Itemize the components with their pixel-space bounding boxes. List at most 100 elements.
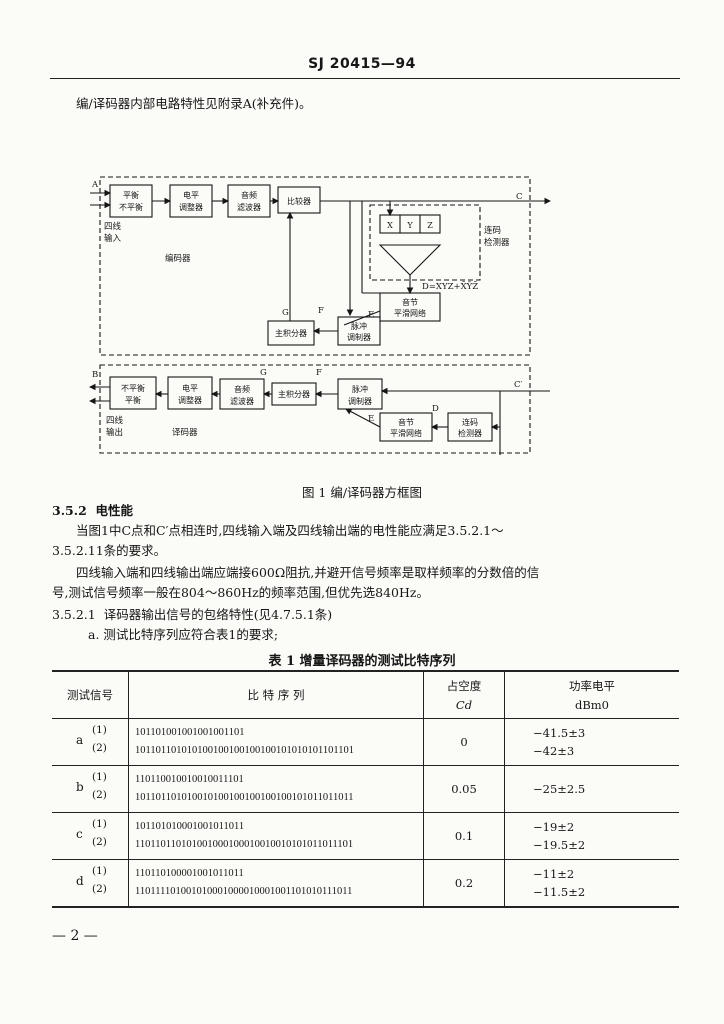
power-cell: −19±2 −19.5±2 [504, 812, 679, 860]
dec-level-label-2: 调整器 [178, 395, 202, 405]
signal-sub1: (1) [92, 724, 107, 736]
port-c-label: C [516, 192, 523, 202]
enc-syllabic-label-2: 平滑网络 [394, 308, 426, 318]
enc-syllabic-label-1: 音节 [402, 297, 418, 307]
signal-letter: a [76, 733, 84, 747]
four-wire-out-2: 输出 [106, 427, 123, 438]
table-row: d (1) (2) 110110100001001011011 11011110… [52, 859, 679, 908]
dec-unbalance-label-1: 不平衡 [121, 383, 145, 393]
xyz-register [379, 214, 441, 234]
dec-level-label-1: 电平 [182, 383, 198, 393]
dec-sig-f: F [316, 368, 322, 378]
port-a-label: A [91, 180, 99, 190]
signal-sub2: (2) [92, 883, 107, 895]
power-1: −41.5±3 [533, 726, 586, 740]
port-b-label: B [92, 370, 98, 380]
four-wire-out-1: 四线 [106, 415, 124, 426]
decoder-label: 译码器 [172, 428, 198, 438]
sequence-cell: 101101010001001011011 110110110101001000… [128, 812, 424, 860]
subsection-heading: 3.5.2.1 译码器输出信号的包络特性(见4.7.5.1条) [52, 606, 332, 624]
header-power-unit: dBm0 [574, 698, 610, 712]
four-wire-in-1: 四线 [104, 221, 122, 232]
enc-integrator-label: 主积分器 [275, 328, 307, 338]
det-x-label: X [387, 221, 393, 230]
sequence-cell: 101101001001001001101 101101101010100100… [128, 718, 424, 766]
item-a: a. 测试比特序列应符合表1的要求; [88, 627, 279, 642]
dec-sig-d: D [432, 404, 439, 414]
comparator-label: 比较器 [287, 196, 311, 206]
enc-pulse-label-2: 调制器 [347, 332, 371, 342]
sequence-1: 110110010010010011101 [135, 774, 244, 785]
power-cell: −41.5±3 −42±3 [504, 718, 679, 766]
duty-cell: 0 [423, 718, 505, 766]
encoder-label: 编码器 [165, 253, 191, 264]
power-cell: −25±2.5 [504, 765, 679, 813]
signal-cell: d (1) (2) [52, 859, 129, 908]
figure-caption: 图 1 编/译码器方框图 [301, 485, 423, 500]
enc-balance-label-2: 不平衡 [119, 202, 143, 212]
decoder-frame [99, 364, 531, 454]
dec-syllabic-label-1: 音节 [398, 417, 414, 427]
enc-level-block [169, 184, 213, 218]
signal-letter: d [76, 874, 84, 888]
enc-sig-g: G [282, 308, 289, 318]
enc-audio-label-2: 滤波器 [237, 202, 261, 212]
page-number: — 2 — [52, 928, 98, 944]
table-row: c (1) (2) 101101010001001011011 11011011… [52, 812, 679, 860]
signal-cell: a (1) (2) [52, 718, 129, 766]
duty-cell: 0.2 [423, 859, 505, 908]
section-number: 3.5.2 [52, 503, 87, 518]
power-1: −11±2 [533, 867, 575, 881]
intro-text: 编/译码器内部电路特性见附录A(补充件)。 [76, 96, 312, 111]
table-title: 表 1 增量译码器的测试比特序列 [268, 654, 456, 669]
signal-letter: c [76, 827, 83, 841]
dec-audio-label-1: 音频 [234, 384, 250, 394]
power-2: −11.5±2 [533, 885, 586, 899]
bit-sequence-table: 测试信号 比 特 序 列 占空度 Cd 功率电平 dBm0 a (1) (2) … [52, 670, 679, 908]
signal-sub1: (1) [92, 818, 107, 830]
sequence-2: 1011011010100101001001001001001010110110… [135, 792, 354, 803]
power-1: −19±2 [533, 820, 575, 834]
para1-line2: 3.5.2.11条的要求。 [52, 543, 167, 558]
det-label-1: 连码 [484, 225, 501, 236]
balance-unbalance-block [109, 184, 153, 218]
power-cell: −11±2 −11.5±2 [504, 859, 679, 908]
enc-balance-label-1: 平衡 [123, 190, 139, 200]
detector-frame [369, 204, 481, 281]
para2-line2: 号,测试信号频率一般在804～860Hz的频率范围,但优先选840Hz。 [52, 585, 429, 600]
signal-sub1: (1) [92, 865, 107, 877]
subsection-number: 3.5.2.1 [52, 607, 96, 622]
duty-cell: 0.05 [423, 765, 505, 813]
signal-letter: b [76, 780, 84, 794]
header-rule [50, 78, 680, 79]
enc-sig-e: E [368, 310, 374, 320]
signal-sub1: (1) [92, 771, 107, 783]
detector-logic [378, 244, 442, 276]
power-1: −25±2.5 [533, 782, 586, 796]
header-signal: 测试信号 [52, 670, 129, 719]
sequence-2: 1011011010101001001001001001010101011011… [135, 745, 354, 756]
dec-pulse-label-2: 调制器 [348, 396, 372, 406]
signal-sub2: (2) [92, 836, 107, 848]
header-duty-symbol: Cd [455, 698, 473, 712]
dec-audio-label-2: 滤波器 [230, 396, 254, 406]
signal-cell: b (1) (2) [52, 765, 129, 813]
section-heading: 3.5.2 电性能 [52, 502, 133, 520]
table-row: a (1) (2) 101101001001001001101 10110110… [52, 718, 679, 766]
dec-detector-label-1: 连码 [462, 417, 478, 427]
duty-cell: 0.1 [423, 812, 505, 860]
dec-sig-e: E [368, 414, 374, 424]
document-code: SJ 20415—94 [308, 56, 416, 72]
enc-sig-f: F [318, 306, 324, 316]
four-wire-in-2: 输入 [104, 233, 122, 244]
dec-syllabic-label-2: 平滑网络 [390, 428, 422, 438]
block-diagram: 平衡 不平衡 电平 调整器 音频 滤波器 比较器 X Y Z 音节 平滑网络 脉… [88, 176, 552, 455]
det-z-label: Z [427, 221, 433, 230]
sequence-1: 110110100001001011011 [135, 868, 244, 879]
subsection-title: 译码器输出信号的包络特性(见4.7.5.1条) [103, 607, 333, 622]
sequence-cell: 110110100001001011011 110111101001010001… [128, 859, 424, 908]
sequence-1: 101101001001001001101 [135, 727, 245, 738]
enc-audio-filter-block [227, 184, 271, 218]
port-c2-label: C′ [514, 380, 523, 390]
power-2: −19.5±2 [533, 838, 586, 852]
